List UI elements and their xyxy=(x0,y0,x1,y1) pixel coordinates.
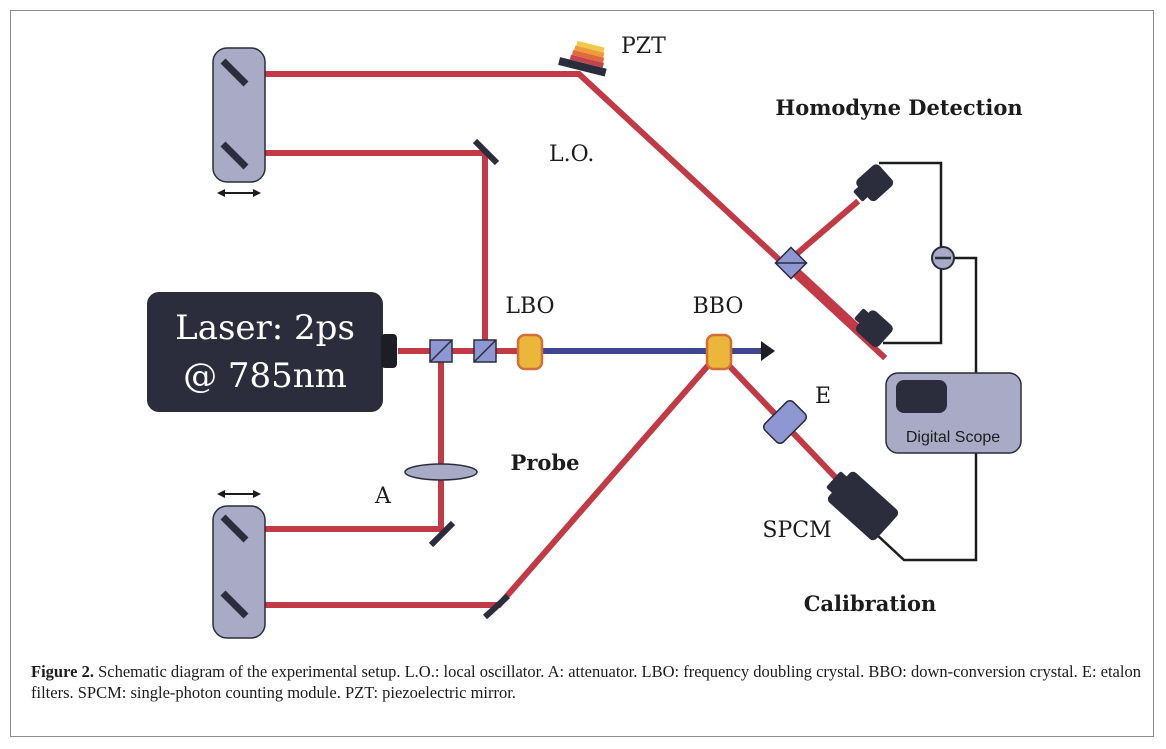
pzt-mirror xyxy=(558,40,607,77)
probe-mirror xyxy=(482,593,511,620)
stage-mirror xyxy=(220,590,249,619)
pzt-label: PZT xyxy=(621,34,666,59)
lbo-label: LBO xyxy=(505,294,554,319)
bbo-crystal xyxy=(705,333,733,371)
photodetector-upper xyxy=(853,164,894,202)
beam-splitter-cube xyxy=(429,339,453,363)
attenuator-mirror xyxy=(428,520,456,548)
beam-splitters xyxy=(429,246,808,363)
lo-label: L.O. xyxy=(549,142,594,167)
spcm-detector xyxy=(826,471,899,541)
etalon-filter xyxy=(762,399,808,445)
lower-delay-stage xyxy=(212,490,266,639)
scope-screen xyxy=(896,380,947,413)
laser-aperture xyxy=(381,334,397,368)
figure-caption: Figure 2. Schematic diagram of the exper… xyxy=(31,661,1156,703)
homodyne-beam-splitter-cube xyxy=(774,246,808,280)
beam-arrowhead-icon xyxy=(761,341,775,361)
laser-source: Laser: 2ps @ 785nm xyxy=(147,292,397,412)
mirrors xyxy=(428,138,511,620)
signal-wires xyxy=(875,161,978,562)
probe-label: Probe xyxy=(511,450,580,475)
figure-frame: Laser: 2ps @ 785nm xyxy=(10,10,1154,737)
beam-splitter-cube xyxy=(473,339,497,363)
lo-mirror xyxy=(472,138,500,166)
laser-label-line1: Laser: 2ps xyxy=(175,308,355,348)
spcm-label: SPCM xyxy=(762,518,831,543)
homodyne-arm-lower xyxy=(786,260,863,332)
homodyne-label: Homodyne Detection xyxy=(775,95,1022,120)
digital-scope: Digital Scope xyxy=(885,372,1022,454)
subtractor-icon xyxy=(931,246,955,270)
photodetector-lower xyxy=(854,308,893,348)
translation-arrow-icon xyxy=(217,189,261,197)
attenuator-lens xyxy=(404,463,478,481)
stage-mirror xyxy=(220,141,249,170)
blue-beam xyxy=(531,341,775,361)
homodyne-arm-upper xyxy=(781,198,861,268)
scope-label: Digital Scope xyxy=(906,429,1000,446)
translation-arrow-icon xyxy=(217,490,261,498)
lbo-crystal xyxy=(516,333,544,371)
stage-mirror xyxy=(220,514,249,543)
setup-diagram: Laser: 2ps @ 785nm xyxy=(147,34,1023,639)
attenuator-label: A xyxy=(374,484,392,509)
stage-mirror xyxy=(220,58,249,87)
upper-delay-stage xyxy=(212,47,266,197)
caption-text: Schematic diagram of the experimental se… xyxy=(31,662,1141,702)
calibration-label: Calibration xyxy=(804,591,937,616)
laser-label-line2: @ 785nm xyxy=(183,356,347,396)
caption-lead: Figure 2. xyxy=(31,662,94,681)
etalon-label: E xyxy=(815,384,831,409)
bbo-label: BBO xyxy=(693,294,744,319)
